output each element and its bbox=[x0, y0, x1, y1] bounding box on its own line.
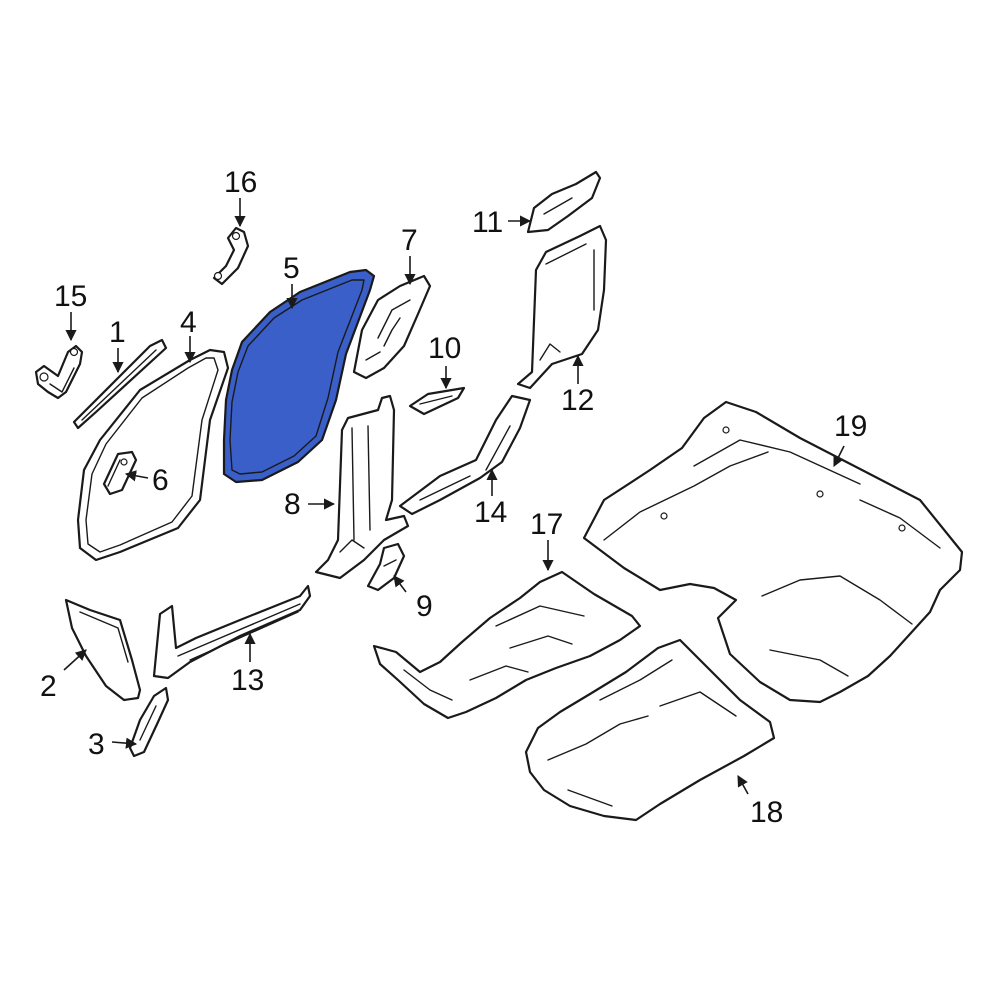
part-5-door-seal-highlighted[interactable] bbox=[222, 268, 376, 484]
part-8-pillar-lower-trim[interactable] bbox=[314, 394, 410, 580]
callout-11: 11 bbox=[472, 206, 503, 239]
callout-4: 4 bbox=[180, 306, 197, 339]
callout-10: 10 bbox=[428, 332, 461, 365]
part-7-pillar-upper-trim[interactable] bbox=[352, 274, 432, 380]
callout-6: 6 bbox=[152, 464, 169, 497]
callout-15: 15 bbox=[54, 280, 87, 313]
callout-16: 16 bbox=[224, 166, 257, 199]
callout-7: 7 bbox=[401, 224, 418, 257]
part-19-cargo-floor[interactable] bbox=[582, 400, 964, 704]
callout-18: 18 bbox=[750, 796, 783, 829]
part-9-clip[interactable] bbox=[366, 542, 406, 592]
callout-2: 2 bbox=[40, 670, 57, 703]
part-14-rear-sill-plate[interactable] bbox=[398, 394, 532, 516]
callout-8: 8 bbox=[284, 488, 301, 521]
callout-1: 1 bbox=[109, 316, 126, 349]
part-16-grab-handle[interactable] bbox=[212, 226, 250, 286]
part-1-pillar-strip[interactable] bbox=[72, 338, 168, 430]
callout-3: 3 bbox=[88, 728, 105, 761]
part-13-front-sill-plate[interactable] bbox=[152, 584, 312, 680]
callout-13: 13 bbox=[231, 664, 264, 697]
part-2-kick-panel[interactable] bbox=[64, 598, 142, 702]
part-6-bracket[interactable] bbox=[102, 450, 138, 496]
callout-19: 19 bbox=[834, 410, 867, 443]
callout-9: 9 bbox=[416, 590, 433, 623]
leader-lines bbox=[63, 198, 845, 795]
part-4-door-weatherstrip[interactable] bbox=[76, 348, 230, 562]
part-3-lower-trim[interactable] bbox=[128, 686, 170, 758]
part-11-quarter-trim-upper[interactable] bbox=[526, 170, 602, 234]
callout-5: 5 bbox=[283, 252, 300, 285]
callout-17: 17 bbox=[530, 508, 563, 541]
part-10-cover-cap[interactable] bbox=[408, 386, 466, 416]
part-18-carpet-rear[interactable] bbox=[524, 638, 776, 822]
part-17-carpet-front[interactable] bbox=[372, 570, 642, 720]
part-12-quarter-trim[interactable] bbox=[516, 224, 608, 390]
callout-14: 14 bbox=[474, 496, 507, 529]
part-15-assist-handle[interactable] bbox=[34, 344, 84, 400]
callout-12: 12 bbox=[561, 384, 594, 417]
callout-labels: 15 1 4 5 16 7 10 11 12 6 8 9 14 2 3 13 1… bbox=[40, 166, 867, 829]
